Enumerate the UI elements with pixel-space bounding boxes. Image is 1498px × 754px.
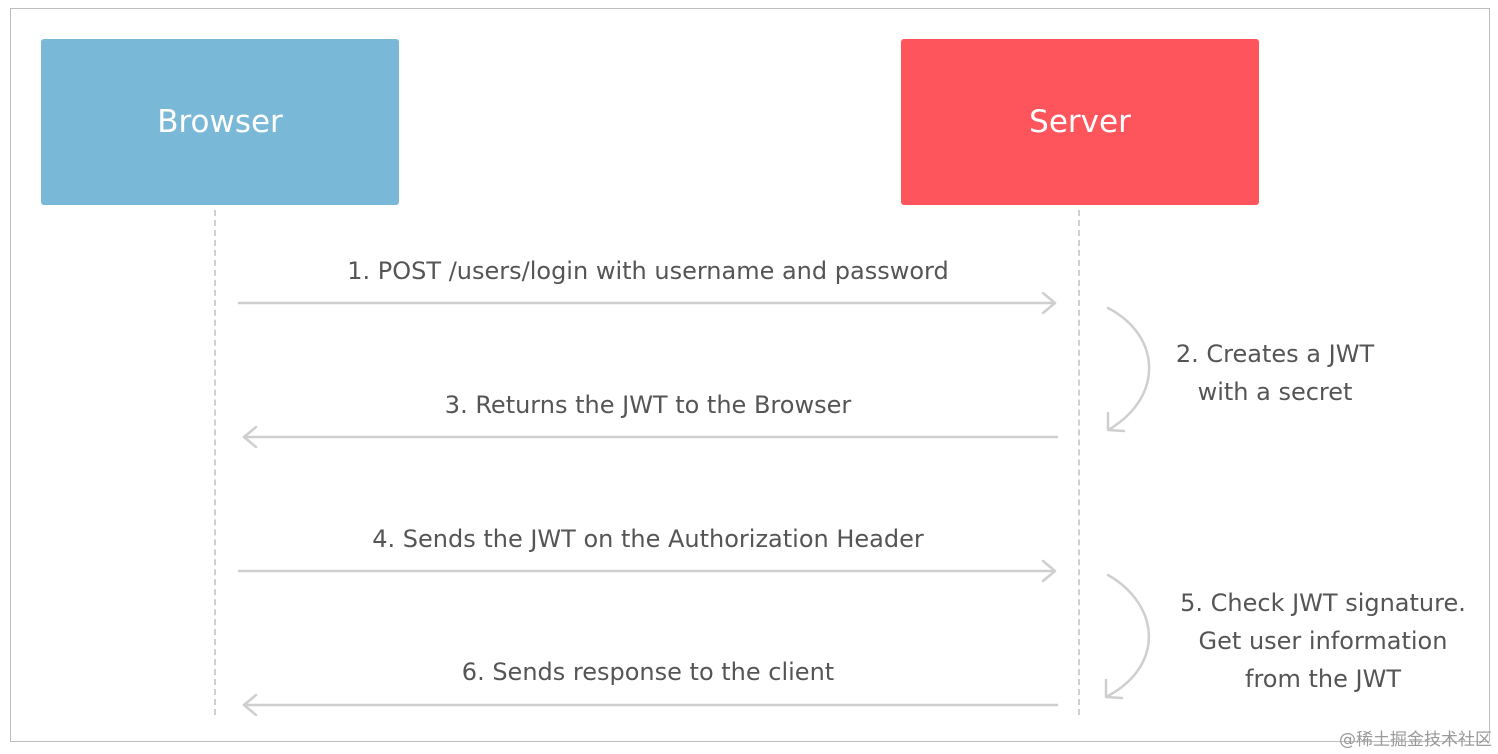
server-actor-label: Server: [1029, 104, 1131, 140]
curved-arrow-create-jwt: [1106, 306, 1151, 433]
note-create-jwt: 2. Creates a JWT with a secret: [1145, 335, 1405, 411]
note-line: 5. Check JWT signature.: [1180, 589, 1466, 617]
curved-arrow-check-signature: [1104, 573, 1151, 700]
arrow-login-request: [237, 291, 1057, 315]
server-actor-box: Server: [901, 39, 1259, 205]
diagram-frame: [10, 8, 1490, 742]
note-line: from the JWT: [1245, 665, 1401, 693]
arrow-send-response: [242, 693, 1059, 717]
note-line: with a secret: [1197, 378, 1353, 406]
note-check-signature: 5. Check JWT signature. Get user informa…: [1148, 584, 1498, 698]
arrow-send-auth-header: [237, 559, 1057, 583]
message-return-jwt: 3. Returns the JWT to the Browser: [444, 391, 852, 419]
note-line: Get user information: [1198, 627, 1448, 655]
message-send-response: 6. Sends response to the client: [461, 658, 835, 686]
watermark: @稀土掘金技术社区: [1339, 730, 1492, 750]
browser-lifeline: [214, 210, 216, 715]
browser-actor-label: Browser: [157, 104, 283, 140]
note-line: 2. Creates a JWT: [1175, 340, 1375, 368]
message-send-auth-header: 4. Sends the JWT on the Authorization He…: [372, 525, 924, 553]
message-login-request: 1. POST /users/login with username and p…: [347, 257, 949, 285]
server-lifeline: [1078, 210, 1080, 715]
arrow-return-jwt: [242, 425, 1059, 449]
browser-actor-box: Browser: [41, 39, 399, 205]
